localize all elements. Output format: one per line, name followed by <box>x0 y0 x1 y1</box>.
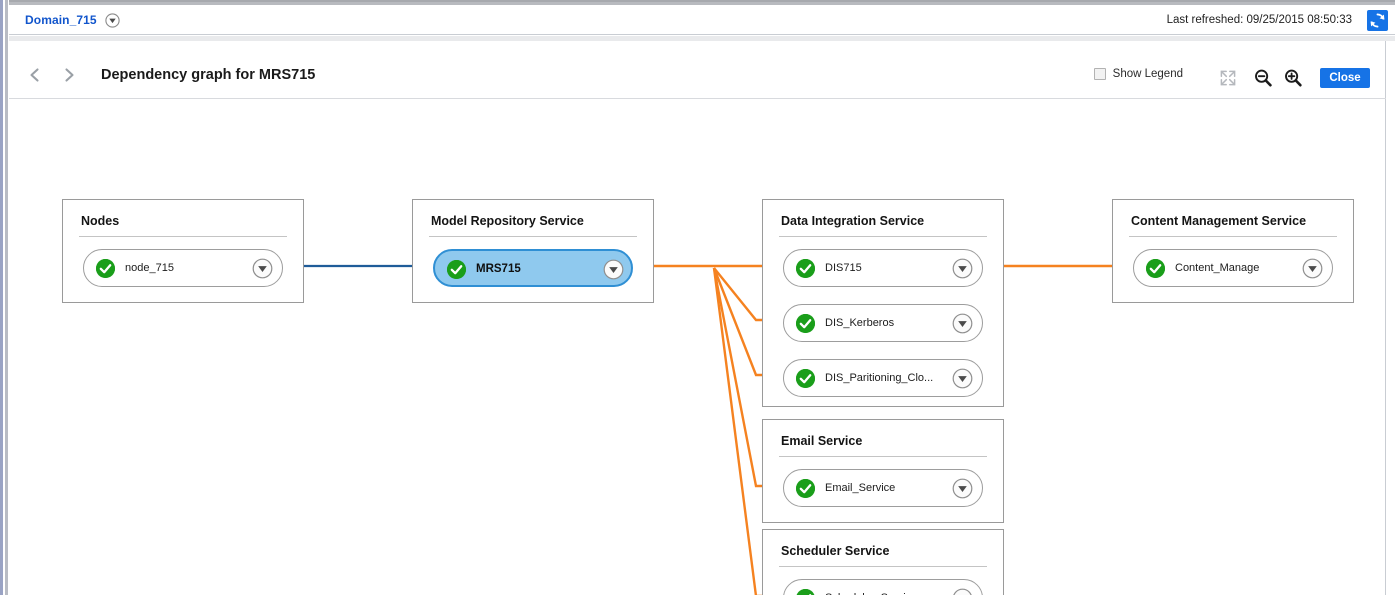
status-enabled-icon <box>96 259 115 278</box>
domain-name-link[interactable]: Domain_715 <box>25 13 97 27</box>
graph-node-label: Email_Service <box>825 482 896 494</box>
chevron-down-circle-icon[interactable] <box>1302 258 1323 279</box>
group-title: Email Service <box>781 434 863 448</box>
chevron-down-circle-icon[interactable] <box>105 13 120 28</box>
chevron-down-circle-icon[interactable] <box>952 588 973 595</box>
graph-node-email-service[interactable]: Email_Service <box>783 469 983 507</box>
group-title-divider <box>79 236 287 237</box>
status-enabled-icon <box>796 314 815 333</box>
status-enabled-icon <box>447 260 466 279</box>
graph-node-mrs715[interactable]: MRS715 <box>433 249 633 287</box>
graph-node-label: DIS_Paritioning_Clo... <box>825 372 934 384</box>
graph-node-node-715[interactable]: node_715 <box>83 249 283 287</box>
graph-node-label: DIS_Kerberos <box>825 317 895 329</box>
chevron-right-icon[interactable] <box>60 65 78 85</box>
graph-node-content-manage[interactable]: Content_Manage <box>1133 249 1333 287</box>
window-top-highlight <box>9 0 1395 2</box>
show-legend-checkbox[interactable]: Show Legend <box>1093 68 1183 80</box>
window-top-edge <box>9 0 1395 5</box>
last-refreshed-text: Last refreshed: 09/25/2015 08:50:33 <box>1166 14 1352 26</box>
group-title: Scheduler Service <box>781 544 890 558</box>
group-title: Content Management Service <box>1131 214 1307 228</box>
graph-toolbar: Dependency graph for MRS715 Show Legend <box>9 41 1386 99</box>
graph-node-label: node_715 <box>125 262 174 274</box>
chevron-down-circle-icon[interactable] <box>952 313 973 334</box>
zoom-out-icon[interactable] <box>1252 67 1274 89</box>
separator-band <box>9 36 1395 41</box>
page-title: Dependency graph for MRS715 <box>101 67 316 83</box>
graph-node-scheduler-service[interactable]: Scheduler_Service <box>783 579 983 595</box>
graph-node-label: DIS715 <box>825 262 862 274</box>
chevron-down-circle-icon[interactable] <box>952 258 973 279</box>
group-title-divider <box>1129 236 1337 237</box>
chevron-down-circle-icon[interactable] <box>603 259 624 280</box>
domain-bar: Domain_715 Last refreshed: 09/25/2015 08… <box>9 5 1395 35</box>
group-box-nodes: Nodes node_715 <box>62 199 304 303</box>
zoom-in-icon[interactable] <box>1282 67 1304 89</box>
window-left-edge <box>0 0 9 595</box>
status-enabled-icon <box>796 479 815 498</box>
graph-node-label: Content_Manage <box>1175 262 1260 274</box>
chevron-down-circle-icon[interactable] <box>252 258 273 279</box>
show-legend-label: Show Legend <box>1112 68 1183 80</box>
graph-panel: Dependency graph for MRS715 Show Legend <box>9 41 1386 595</box>
status-enabled-icon <box>796 589 815 595</box>
chevron-left-icon[interactable] <box>26 65 44 85</box>
checkbox-box[interactable] <box>1093 68 1106 80</box>
chevron-down-circle-icon[interactable] <box>952 368 973 389</box>
group-title: Data Integration Service <box>781 214 925 228</box>
graph-node-label: MRS715 <box>476 263 521 275</box>
group-title-divider <box>779 566 987 567</box>
chevron-down-circle-icon[interactable] <box>952 478 973 499</box>
group-title-divider <box>429 236 637 237</box>
group-title: Model Repository Service <box>431 214 584 228</box>
graph-node-dis715[interactable]: DIS715 <box>783 249 983 287</box>
status-enabled-icon <box>796 369 815 388</box>
status-enabled-icon <box>1146 259 1165 278</box>
graph-edges <box>284 257 1131 595</box>
status-enabled-icon <box>796 259 815 278</box>
fit-to-screen-icon[interactable] <box>1217 67 1239 89</box>
close-button[interactable]: Close <box>1320 68 1370 88</box>
group-title-divider <box>779 236 987 237</box>
graph-node-label: Scheduler_Service <box>825 592 917 595</box>
graph-node-dis-paritioning-clo[interactable]: DIS_Paritioning_Clo... <box>783 359 983 397</box>
group-title-divider <box>779 456 987 457</box>
graph-node-dis-kerberos[interactable]: DIS_Kerberos <box>783 304 983 342</box>
group-title: Nodes <box>81 214 120 228</box>
refresh-icon[interactable] <box>1367 10 1388 31</box>
